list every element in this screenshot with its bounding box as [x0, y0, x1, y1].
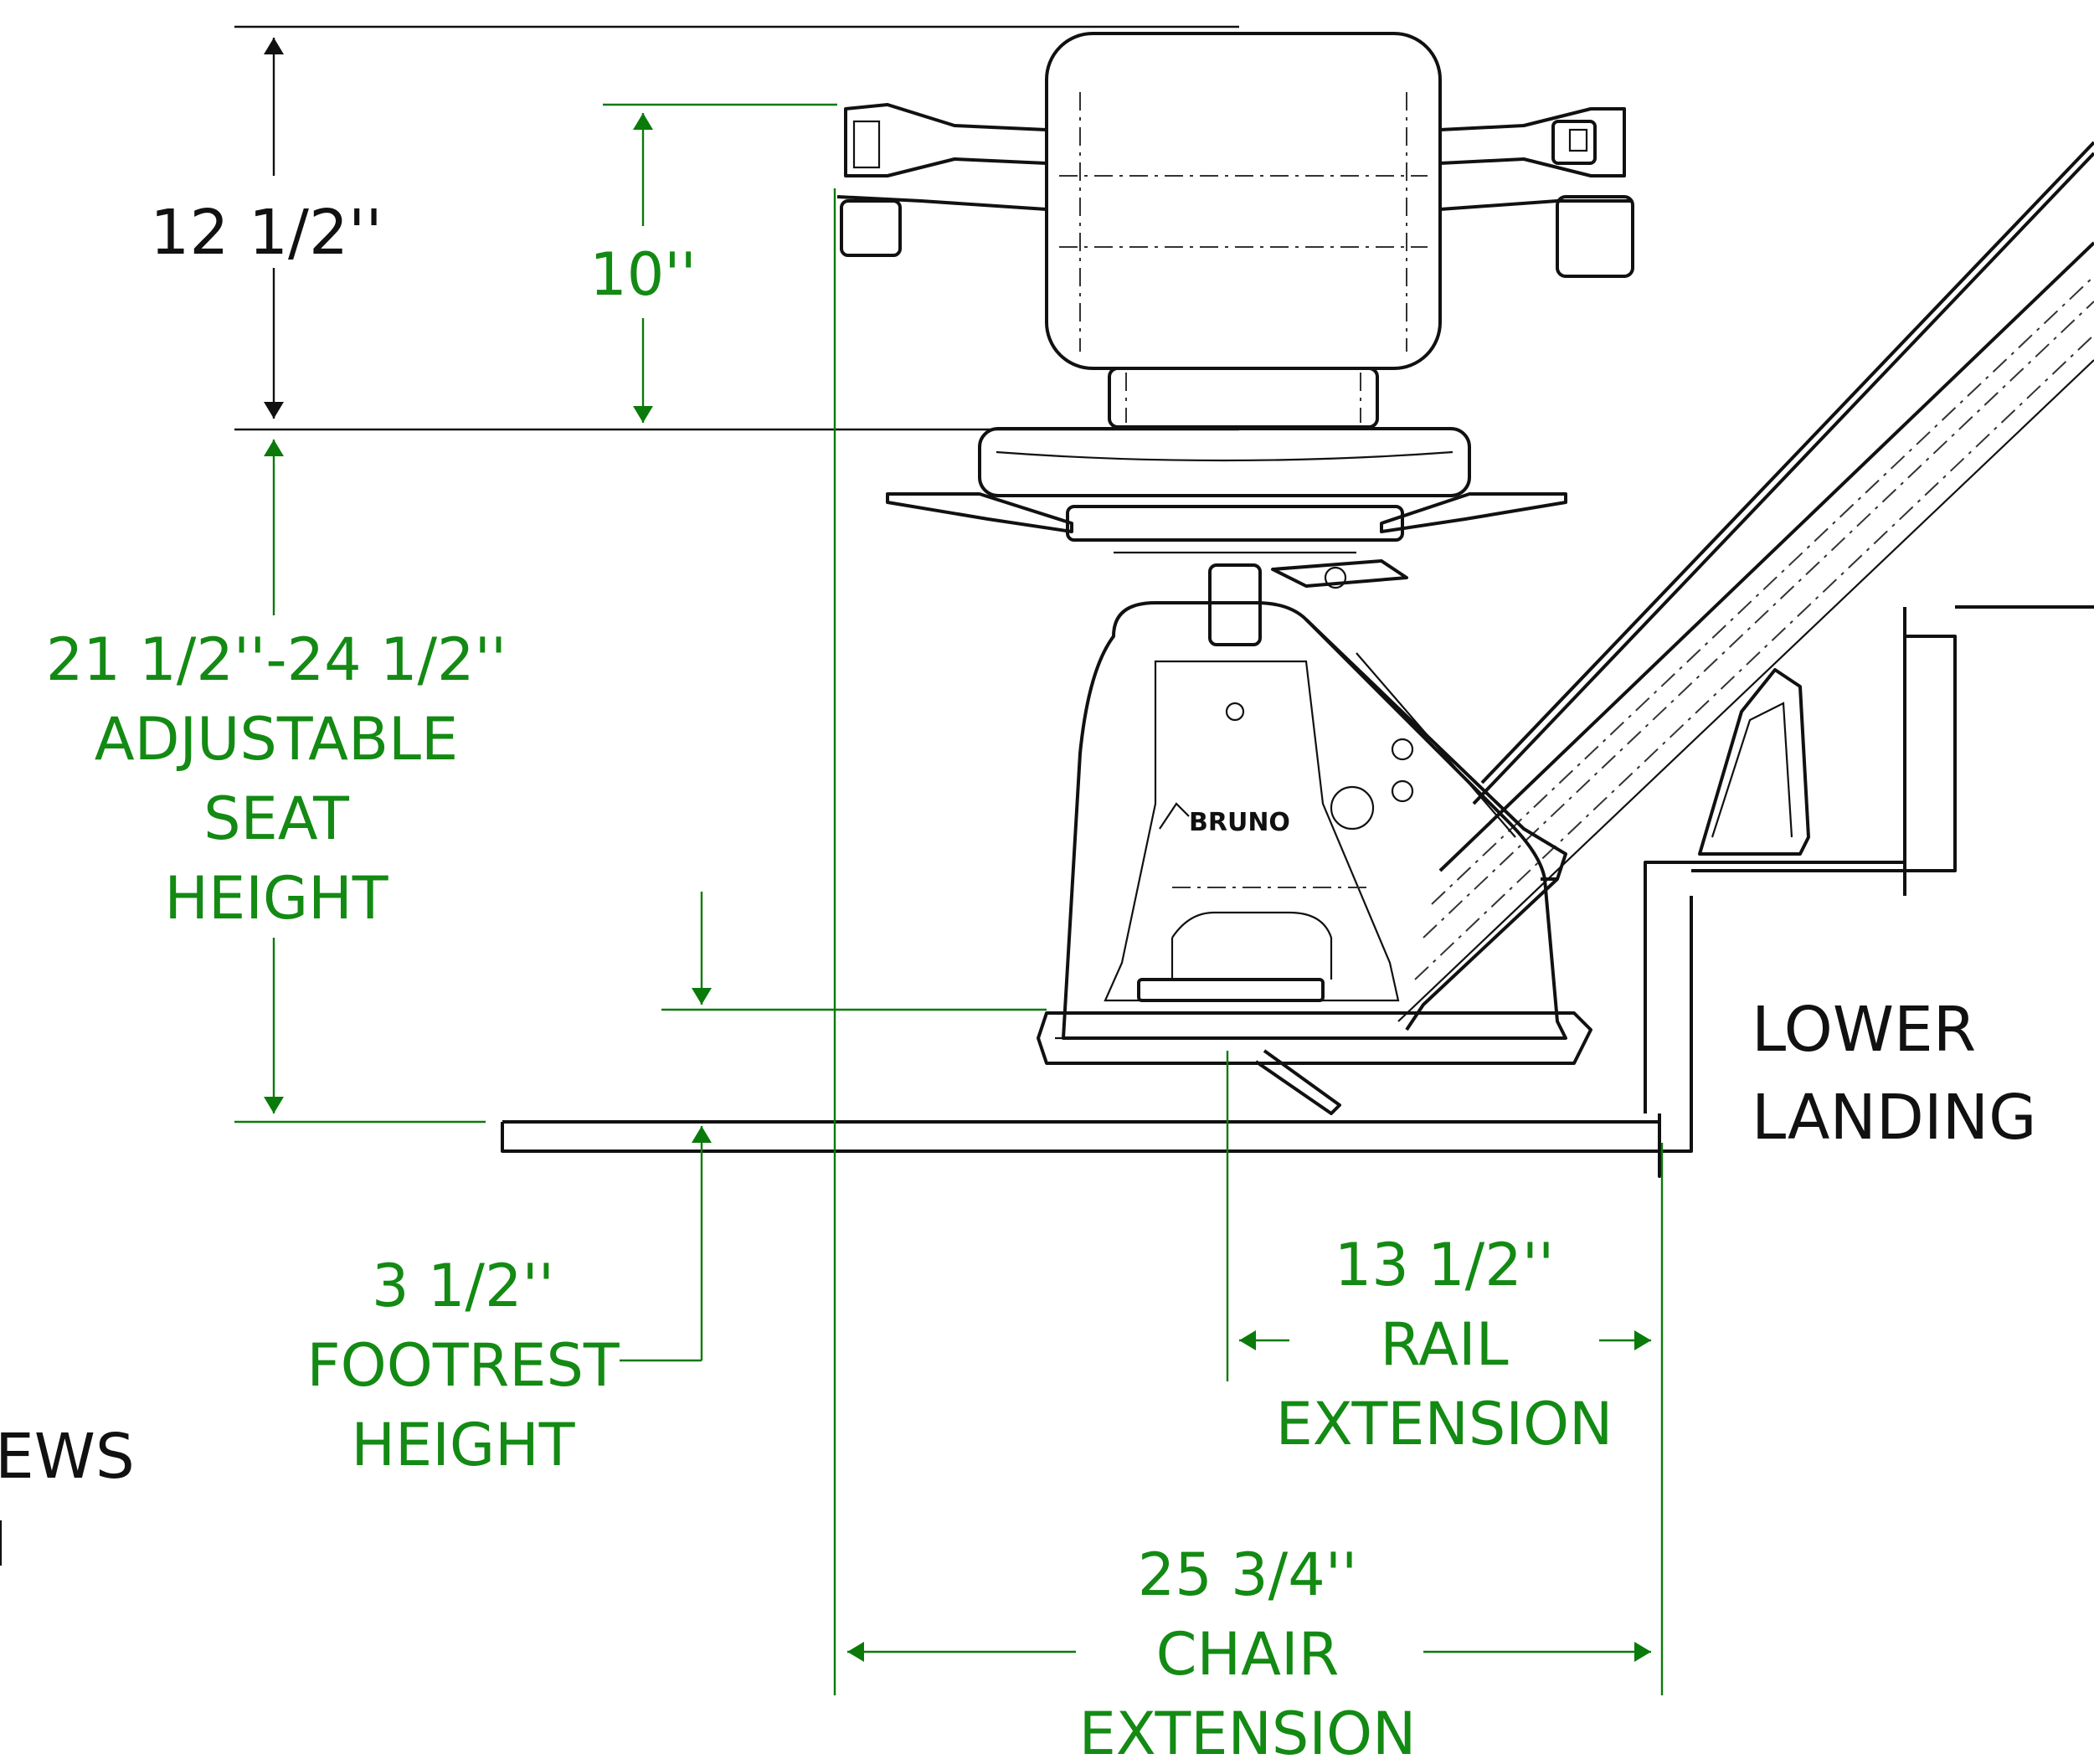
- brand-logo: BRUNO: [1189, 808, 1290, 837]
- footrest-height-line-2: FOOTREST: [306, 1331, 620, 1400]
- seat-height-line-4: HEIGHT: [164, 864, 388, 933]
- lower-landing-label: LOWER LANDING: [1752, 994, 2036, 1154]
- dim-10: 10'': [589, 103, 837, 423]
- dim-12-half: 12 1/2'': [150, 25, 1239, 431]
- rail-extension-line-3: EXTENSION: [1276, 1390, 1613, 1458]
- seat-height-line-2: ADJUSTABLE: [95, 705, 459, 774]
- dim-footrest-height: 3 1/2'' FOOTREST HEIGHT: [306, 892, 1047, 1479]
- seat-height-line-3: SEAT: [203, 784, 349, 853]
- footrest-height-line-1: 3 1/2'': [372, 1252, 554, 1320]
- rail-extension-line-1: 13 1/2'': [1335, 1231, 1554, 1299]
- dim-chair-extension: 25 3/4'' CHAIR EXTENSION: [833, 188, 1651, 1764]
- stairlift-chair: BRUNO: [836, 32, 1634, 1115]
- view-title-fragment: EWS N: [0, 1421, 135, 1581]
- chair-extension-line-1: 25 3/4'': [1138, 1540, 1357, 1609]
- staircase: [501, 605, 2094, 1178]
- chair-extension-line-3: EXTENSION: [1079, 1700, 1417, 1760]
- seat-height-line-1: 21 1/2''-24 1/2'': [46, 625, 507, 694]
- dim-seat-height: 21 1/2''-24 1/2'' ADJUSTABLE SEAT HEIGHT: [46, 440, 507, 1124]
- view-title-line-2: N: [0, 1509, 8, 1581]
- view-title-line-1: EWS: [0, 1421, 135, 1493]
- armrest-height-label: 10'': [589, 240, 697, 309]
- chair-extension-line-2: CHAIR: [1156, 1620, 1340, 1689]
- lower-landing-line-2: LANDING: [1752, 1082, 2036, 1154]
- rail-extension-line-2: RAIL: [1380, 1310, 1508, 1379]
- stair-rail: [1397, 141, 2094, 1022]
- lower-landing-line-1: LOWER: [1752, 994, 1976, 1066]
- seat-back-height-label: 12 1/2'': [150, 197, 382, 269]
- dim-rail-extension: 13 1/2'' RAIL EXTENSION: [1226, 1051, 1664, 1695]
- brand-swoosh-icon: [1159, 802, 1190, 830]
- footrest-height-line-3: HEIGHT: [351, 1411, 574, 1479]
